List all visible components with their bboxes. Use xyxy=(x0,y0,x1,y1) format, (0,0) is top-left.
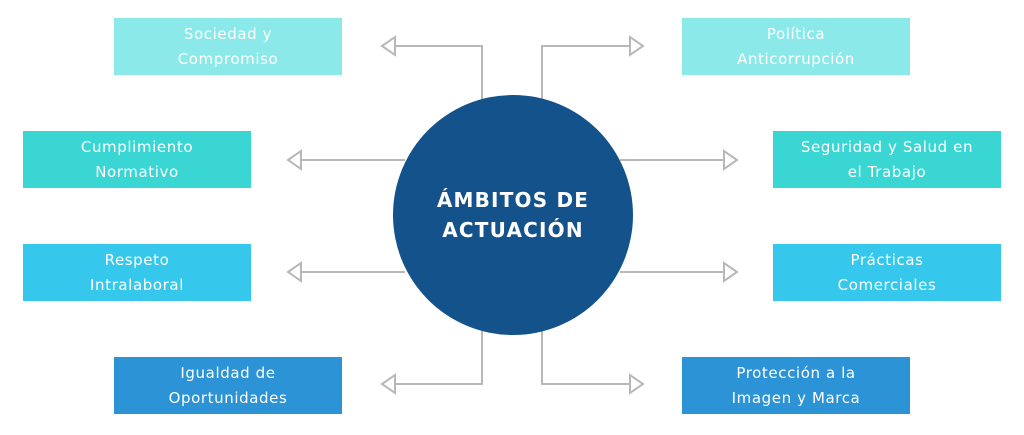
arrowhead-proteccion xyxy=(629,373,645,395)
box-label-line2: Imagen y Marca xyxy=(731,388,861,407)
box-label-line1: Respeto xyxy=(104,250,170,269)
box-label-line1: Sociedad y xyxy=(183,24,273,43)
arrowhead-cumplimiento xyxy=(286,149,302,171)
hub-title-line2: ACTUACIÓN xyxy=(442,218,584,242)
arrowhead-sociedad xyxy=(380,35,396,57)
box-igualdad-oportunidades: Igualdad de Oportunidades xyxy=(114,357,342,414)
connector-politica xyxy=(541,45,640,108)
arrowhead-practicas xyxy=(723,261,739,283)
box-label-line2: Oportunidades xyxy=(168,388,288,407)
box-label-line2: Normativo xyxy=(95,162,179,181)
box-label-line2: Anticorrupción xyxy=(737,49,855,68)
box-sociedad-compromiso: Sociedad y Compromiso xyxy=(114,18,342,75)
box-label-line1: Igualdad de xyxy=(180,363,276,382)
box-label-line1: Protección a la xyxy=(736,363,856,382)
box-label-line1: Prácticas xyxy=(850,250,924,269)
box-seguridad-salud: Seguridad y Salud en el Trabajo xyxy=(773,131,1001,188)
connector-sociedad xyxy=(385,45,483,108)
connector-igualdad xyxy=(385,325,483,385)
box-cumplimiento-normativo: Cumplimiento Normativo xyxy=(23,131,251,188)
arrowhead-respeto xyxy=(286,261,302,283)
hub-title-line1: ÁMBITOS DE xyxy=(436,188,590,212)
arrowhead-seguridad xyxy=(723,149,739,171)
box-respeto-intralaboral: Respeto Intralaboral xyxy=(23,244,251,301)
box-label-line2: Compromiso xyxy=(177,49,279,68)
central-hub-circle: ÁMBITOS DE ACTUACIÓN xyxy=(393,95,633,335)
arrowhead-politica xyxy=(629,35,645,57)
connector-proteccion xyxy=(541,325,640,385)
box-label-line2: Comerciales xyxy=(837,275,937,294)
box-label-line1: Seguridad y Salud en xyxy=(800,137,974,156)
box-politica-anticorrupcion: Política Anticorrupción xyxy=(682,18,910,75)
box-proteccion-imagen: Protección a la Imagen y Marca xyxy=(682,357,910,414)
box-label-line1: Cumplimiento xyxy=(80,137,194,156)
box-label-line1: Política xyxy=(766,24,826,43)
arrowhead-igualdad xyxy=(380,373,396,395)
box-practicas-comerciales: Prácticas Comerciales xyxy=(773,244,1001,301)
box-label-line2: el Trabajo xyxy=(847,162,927,181)
box-label-line2: Intralaboral xyxy=(90,275,184,294)
